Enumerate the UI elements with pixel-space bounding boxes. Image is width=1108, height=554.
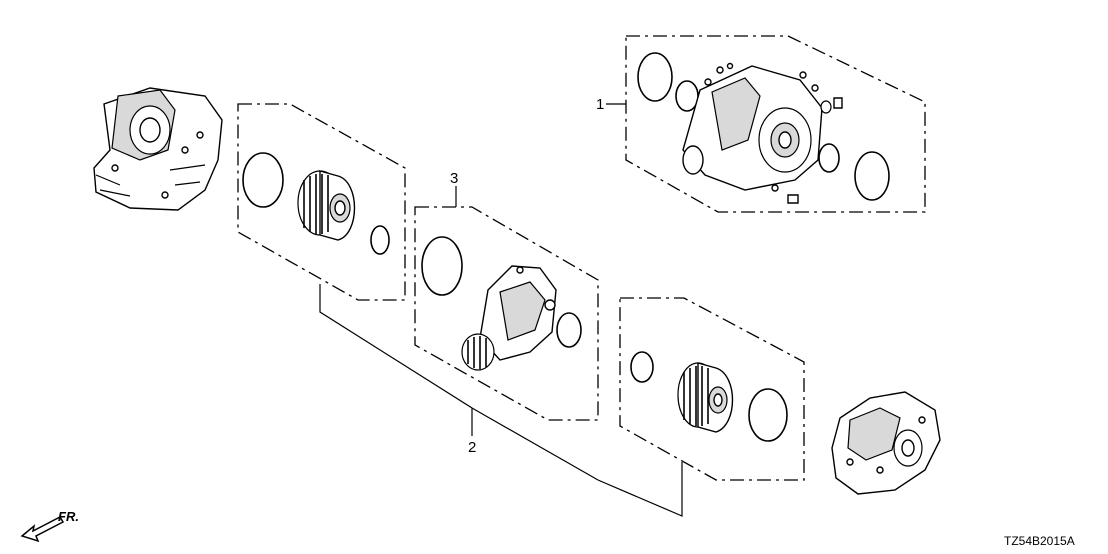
callout-1: 1 bbox=[596, 96, 604, 113]
seal-ring bbox=[421, 236, 463, 296]
o-ring-small bbox=[630, 351, 654, 383]
assembly-box-2b bbox=[619, 297, 805, 481]
assembly-box-2a bbox=[237, 103, 406, 301]
assembly-box-3 bbox=[414, 206, 599, 421]
gear-teeth bbox=[303, 174, 329, 234]
diagram-code: TZ54B2015A bbox=[1004, 534, 1075, 548]
o-ring-small bbox=[370, 225, 390, 255]
seal-ring bbox=[637, 52, 673, 102]
assembly-box-1 bbox=[625, 35, 926, 213]
o-ring-small bbox=[818, 143, 840, 173]
seal-ring-right bbox=[854, 151, 890, 201]
callout-2-bracket bbox=[319, 284, 683, 517]
seal-ring bbox=[242, 152, 284, 208]
transmission-case-right bbox=[831, 391, 941, 495]
front-direction-label: FR. bbox=[58, 509, 79, 524]
front-direction-arrow-icon bbox=[20, 516, 65, 543]
transmission-case-left bbox=[93, 87, 223, 211]
callout-3: 3 bbox=[450, 170, 458, 187]
o-ring-small bbox=[556, 312, 582, 348]
seal-ring bbox=[748, 388, 788, 442]
callout-2: 2 bbox=[468, 439, 476, 456]
